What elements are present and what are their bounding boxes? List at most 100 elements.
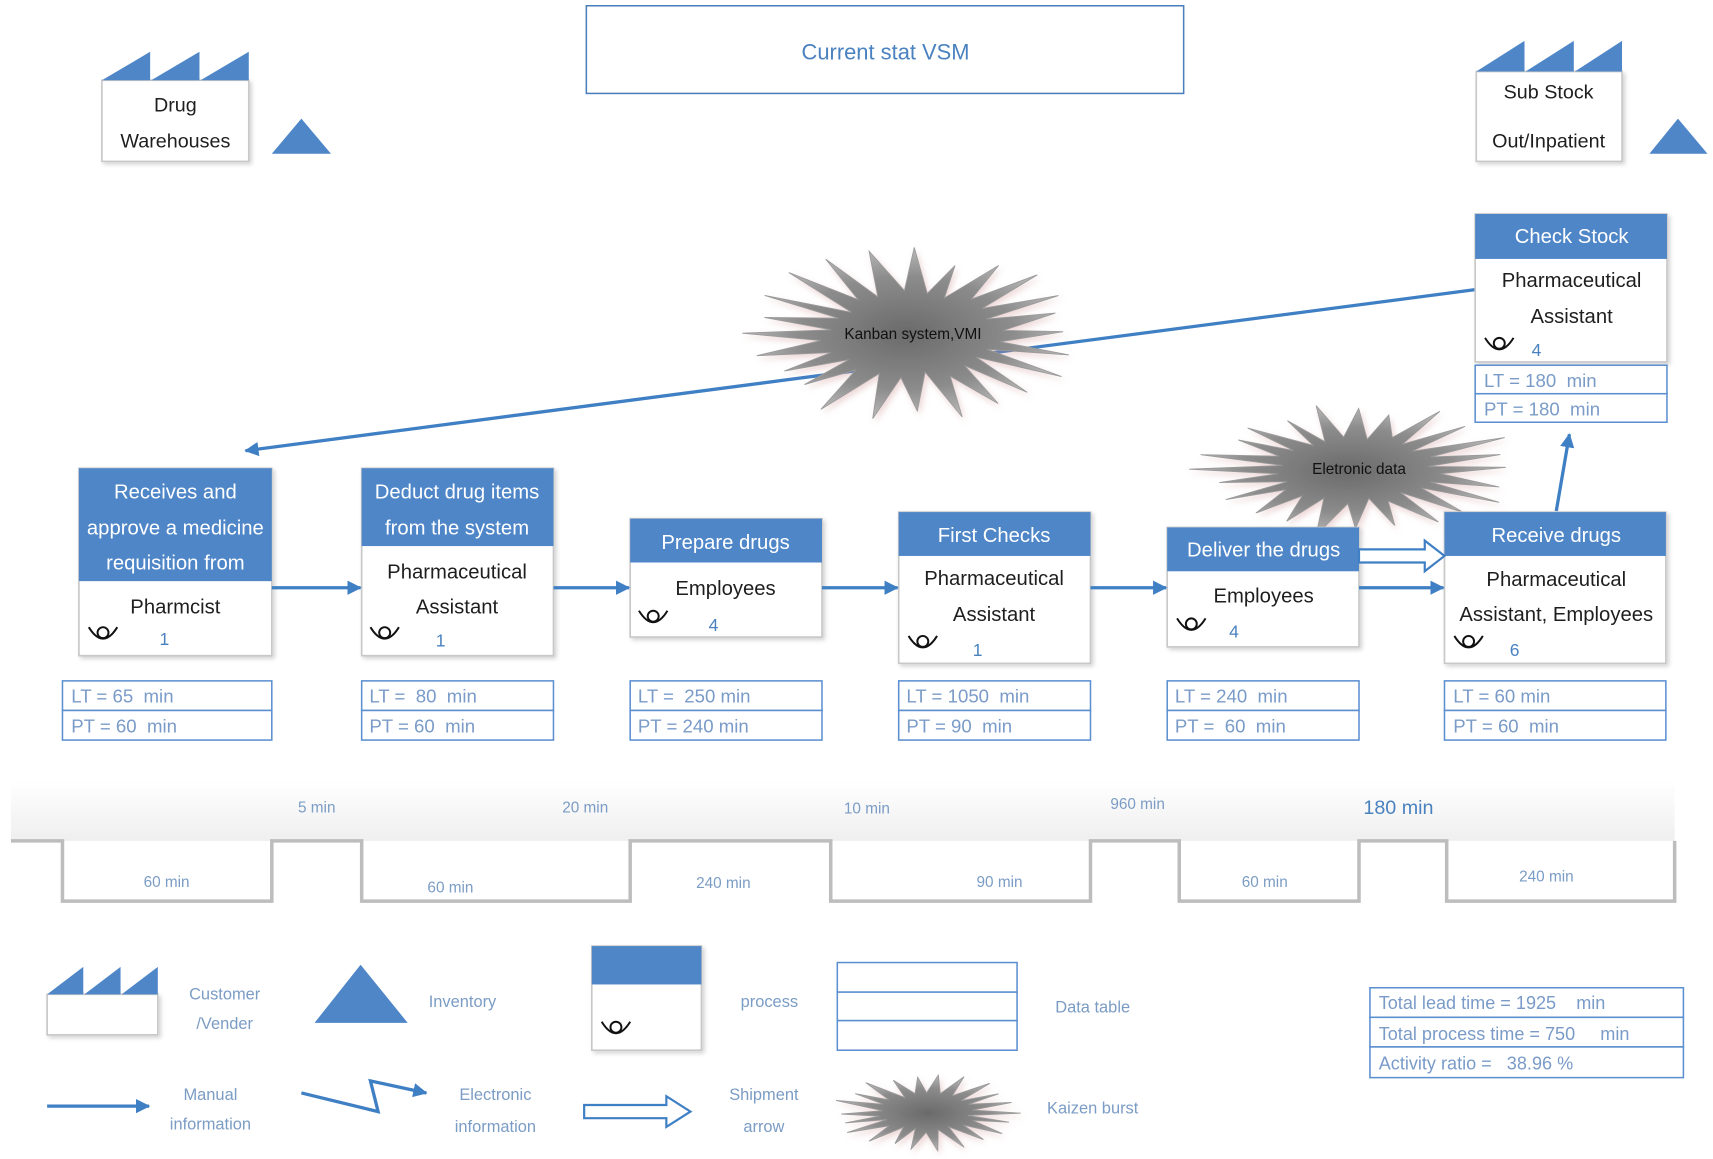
activity-ratio: Activity ratio = 38.96 % bbox=[1379, 1053, 1573, 1073]
process-header bbox=[591, 946, 702, 985]
factory-body bbox=[101, 79, 250, 163]
title-box: Current stat VSM bbox=[585, 4, 1185, 95]
wait-time-label: 180 min bbox=[1363, 797, 1433, 819]
legend-kaizen: Kaizen burst bbox=[835, 1073, 1139, 1153]
lead-time: LT = 240 min bbox=[1175, 686, 1288, 707]
process-deliver-drugs: Deliver the drugs Employees 4 LT = 240 m… bbox=[1166, 526, 1360, 741]
legend: Customer /Vender Inventory process Data … bbox=[46, 945, 1139, 1153]
legend-label: Electronic bbox=[459, 1086, 531, 1104]
totals-row bbox=[1369, 986, 1685, 1019]
kaizen-burst-kanban: Kanban system,VMI bbox=[742, 247, 1069, 419]
process-header bbox=[1167, 527, 1360, 572]
process-time: PT = 60 min bbox=[71, 715, 177, 736]
operator-icon bbox=[87, 626, 119, 640]
wait-time-label: 10 min bbox=[844, 801, 890, 818]
process-role-line: Pharmaceutical bbox=[1502, 270, 1642, 292]
operator-icon bbox=[638, 609, 669, 624]
process-header bbox=[630, 518, 822, 563]
inventory-triangle-icon bbox=[1649, 118, 1708, 154]
process-time: PT = 180 min bbox=[1484, 399, 1600, 420]
data-table-row bbox=[1474, 392, 1668, 423]
process-header bbox=[361, 468, 554, 547]
process-time-label: 240 min bbox=[696, 875, 751, 892]
lead-time: LT = 180 min bbox=[1484, 370, 1597, 391]
process-header bbox=[78, 468, 272, 582]
process-title: Check Stock bbox=[1515, 226, 1630, 248]
process-title: First Checks bbox=[938, 525, 1051, 547]
process-title: Prepare drugs bbox=[661, 532, 789, 554]
process-role-line: Pharmcist bbox=[130, 596, 220, 618]
process-receive-approve-requisition: Receives and approve a medicine requisit… bbox=[61, 467, 273, 741]
operator-count: 4 bbox=[1532, 340, 1542, 360]
process-check-stock: Check Stock Pharmaceutical Assistant 4 L… bbox=[1474, 213, 1668, 423]
totals-row bbox=[1369, 1046, 1685, 1079]
data-table-row bbox=[836, 961, 1018, 993]
data-table-row bbox=[897, 680, 1092, 712]
kaizen-burst-icon bbox=[835, 1073, 1021, 1153]
legend-label: Customer bbox=[189, 985, 261, 1003]
customer-name-line: Out/Inpatient bbox=[1492, 131, 1605, 153]
electronic-information-arrow-icon bbox=[301, 1078, 428, 1114]
supplier-name-line: Warehouses bbox=[120, 131, 230, 153]
process-header bbox=[1444, 512, 1666, 556]
shipment-arrow-icon bbox=[583, 1094, 693, 1129]
title-frame bbox=[585, 4, 1185, 95]
legend-label: Shipment bbox=[729, 1086, 799, 1104]
legend-label: process bbox=[741, 993, 799, 1011]
process-role-line: Pharmaceutical bbox=[387, 561, 527, 583]
legend-label: information bbox=[170, 1116, 251, 1134]
operator-icon bbox=[1453, 634, 1484, 649]
process-title-line: requisition from bbox=[106, 553, 245, 575]
process-time: PT = 60 min bbox=[1453, 715, 1559, 736]
process-title-line: Receives and bbox=[114, 481, 237, 503]
data-table-row bbox=[1166, 680, 1360, 712]
process-time-label: 90 min bbox=[977, 874, 1023, 891]
process-role-line: Employees bbox=[675, 578, 775, 600]
factory-icon bbox=[101, 51, 249, 81]
process-role-line: Assistant bbox=[416, 596, 499, 618]
supplier-factory: Drug Warehouses bbox=[101, 51, 250, 163]
data-table-row bbox=[360, 709, 555, 741]
legend-customer: Customer /Vender bbox=[46, 966, 261, 1036]
data-table-row bbox=[836, 991, 1018, 1022]
factory-icon bbox=[47, 966, 158, 995]
flow-arrow-to-check-stock bbox=[1554, 433, 1575, 512]
process-time-label: 60 min bbox=[144, 874, 190, 891]
wait-time-label: 960 min bbox=[1110, 796, 1165, 813]
legend-process: process bbox=[591, 945, 799, 1052]
operator-count: 1 bbox=[436, 630, 446, 650]
legend-label: Kaizen burst bbox=[1047, 1099, 1139, 1117]
timeline: 5 min 20 min 10 min 960 min 180 min 60 m… bbox=[10, 780, 1677, 903]
lead-time: LT = 250 min bbox=[638, 686, 751, 707]
totals-table: Total lead time = 1925 min Total process… bbox=[1369, 986, 1685, 1079]
process-role-line: Assistant, Employees bbox=[1459, 604, 1653, 626]
inventory-triangle-icon bbox=[271, 118, 331, 154]
operator-count: 1 bbox=[973, 640, 983, 660]
process-receive-drugs: Receive drugs Pharmaceutical Assistant, … bbox=[1443, 511, 1667, 741]
data-table-row bbox=[61, 709, 273, 741]
legend-label: Manual bbox=[183, 1086, 237, 1104]
process-time-label: 240 min bbox=[1519, 869, 1574, 886]
process-flow-arrows bbox=[271, 433, 1575, 595]
data-table-row bbox=[61, 680, 273, 712]
kaizen-burst-label: Eletronic data bbox=[1312, 461, 1406, 478]
process-title-line: from the system bbox=[385, 518, 529, 540]
customer-name-line: Sub Stock bbox=[1504, 81, 1594, 103]
data-table-row bbox=[836, 1019, 1018, 1051]
operator-icon bbox=[1176, 617, 1207, 631]
process-deduct-drug-items: Deduct drug items from the system Pharma… bbox=[360, 467, 555, 741]
operator-icon bbox=[369, 626, 400, 640]
operator-icon bbox=[907, 634, 938, 649]
supplier-name-line: Drug bbox=[154, 94, 197, 116]
process-title-line: Deduct drug items bbox=[375, 481, 539, 503]
operator-count: 6 bbox=[1510, 640, 1520, 660]
timeline-ladder bbox=[10, 839, 1677, 903]
totals-row bbox=[1369, 1016, 1685, 1048]
process-prepare-drugs: Prepare drugs Employees 4 LT = 250 min P… bbox=[629, 517, 823, 741]
process-header bbox=[898, 512, 1091, 556]
process-role-line: Pharmaceutical bbox=[1486, 569, 1626, 591]
inventory-triangle-icon bbox=[314, 964, 408, 1023]
process-role-line: Employees bbox=[1214, 585, 1314, 607]
shipment-arrow-icon bbox=[1357, 538, 1447, 574]
